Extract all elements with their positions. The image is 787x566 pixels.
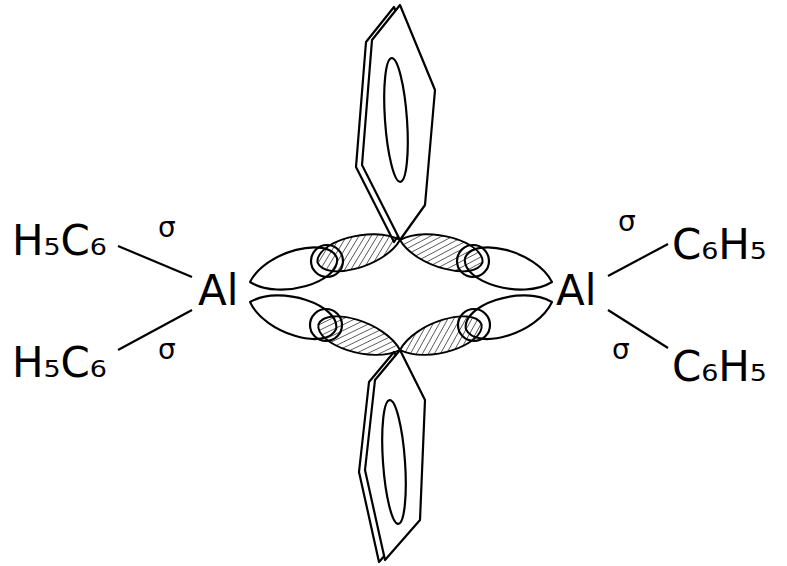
group-formula: H₅C₆ xyxy=(12,220,107,262)
c-orbital xyxy=(314,309,405,365)
group-formula: C₆H₅ xyxy=(672,224,767,266)
group-formula: C₆H₅ xyxy=(672,346,767,388)
overlap-circle xyxy=(458,309,490,341)
group-formula: H₅C₆ xyxy=(12,342,107,384)
overlap-circle xyxy=(310,309,342,341)
bond-line xyxy=(118,310,192,350)
bond-label: σ xyxy=(618,208,636,236)
overlap-circle xyxy=(457,245,489,277)
overlap-circle xyxy=(311,245,343,277)
bond-label: σ xyxy=(612,336,630,364)
atom-label: Al xyxy=(556,270,596,312)
bond-label: σ xyxy=(158,214,176,242)
bond-line xyxy=(608,244,668,276)
phenyl-ring xyxy=(362,5,435,240)
aromatic-ring xyxy=(379,399,410,524)
c-orbital xyxy=(396,225,487,278)
aromatic-ring xyxy=(381,57,412,182)
phenyl-ring xyxy=(365,350,425,560)
c-orbital xyxy=(313,225,404,278)
atom-label: Al xyxy=(198,270,238,312)
bond-line xyxy=(118,246,192,277)
bond-label: σ xyxy=(158,336,176,364)
c-orbital xyxy=(395,309,486,365)
